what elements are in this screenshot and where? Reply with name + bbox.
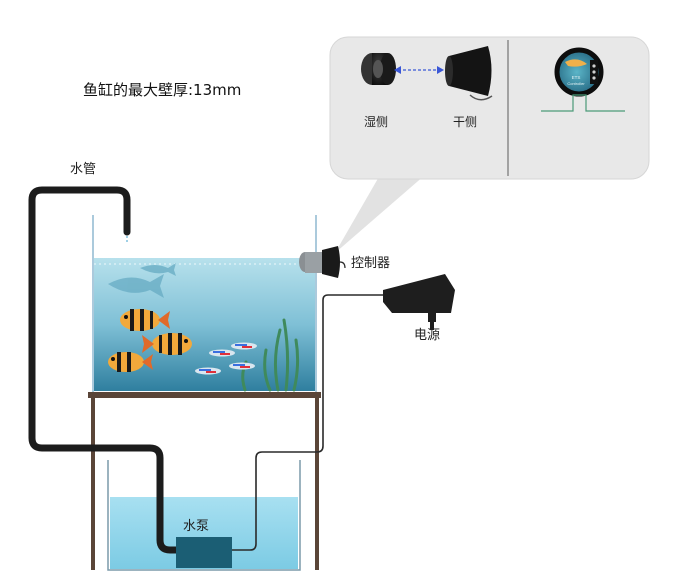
aquarium-tank [92,215,317,392]
silhouette-fish [108,263,176,298]
aquarium-plants [241,318,300,392]
magnet-alignment-arrow [394,66,444,74]
callout-bubble: ETS Controller [329,36,650,253]
water-pipe [28,186,182,554]
neon-tetra-fish [195,342,257,375]
max-wall-thickness-label: 鱼缸的最大壁厚:13mm [83,81,242,99]
callout-pointer [335,175,425,253]
device-face: ETS Controller [554,47,604,97]
pump-label: 水泵 [183,519,210,534]
power-plug [383,274,455,330]
pump-cable [232,294,393,551]
device-face-line1: ETS [572,75,581,80]
controller-label: 控制器 [351,256,391,271]
dry-side-label: 干侧 [453,115,478,129]
device-face-line2: Controller [567,81,585,86]
water-pipe-label: 水管 [70,162,97,177]
sensor-line [541,94,625,112]
dry-side-module [445,46,493,101]
controller-device [299,246,346,278]
controller-cable [339,261,346,269]
water-pump [176,537,232,568]
wet-side-magnet [361,53,396,85]
aquarium-stand [88,392,321,570]
power-label: 电源 [414,328,441,343]
tiger-barb-fish [108,309,192,372]
wet-side-label: 湿侧 [364,115,389,129]
